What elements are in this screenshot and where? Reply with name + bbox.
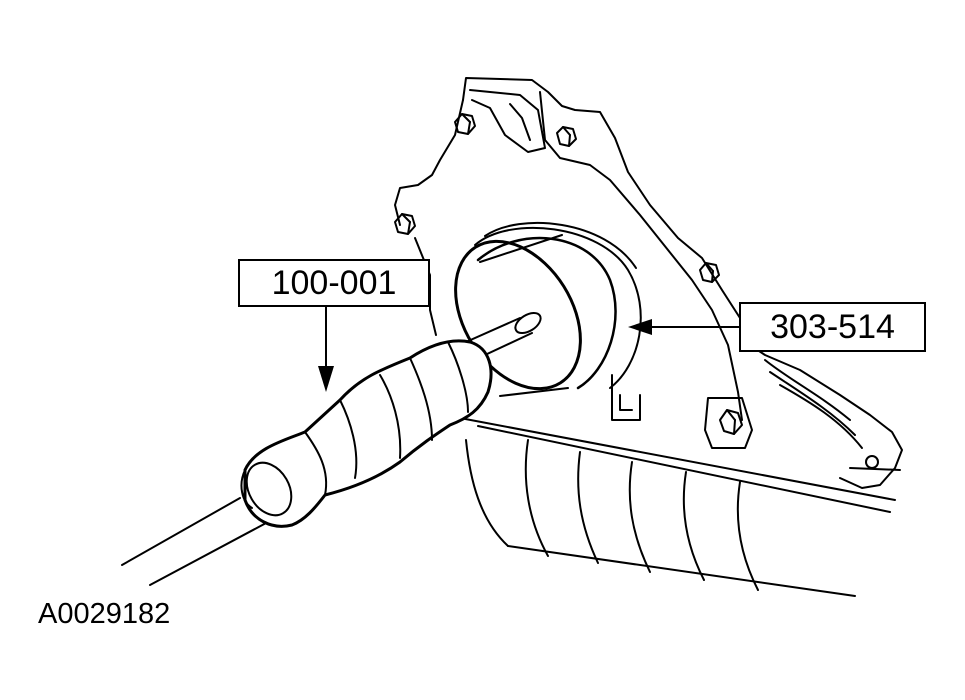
bolt-heads	[394, 113, 753, 449]
figure-id: A0029182	[38, 598, 171, 630]
callout-slide-hammer-label: 100-001	[238, 259, 430, 307]
crankshaft-seal-bore	[474, 221, 642, 421]
bolt-icon	[454, 113, 476, 135]
bolt-icon	[704, 397, 753, 449]
bolt-icon	[556, 126, 577, 147]
engine-cover-plate	[394, 77, 903, 489]
slide-hammer-handle	[240, 339, 493, 528]
bolt-icon	[394, 213, 416, 235]
callout-arrow-seal-remover	[628, 319, 740, 335]
callout-arrow-slide-hammer	[318, 306, 334, 392]
callout-seal-remover-label: 303-514	[739, 302, 926, 352]
bolt-icon	[699, 262, 720, 283]
oil-pan	[459, 359, 896, 597]
